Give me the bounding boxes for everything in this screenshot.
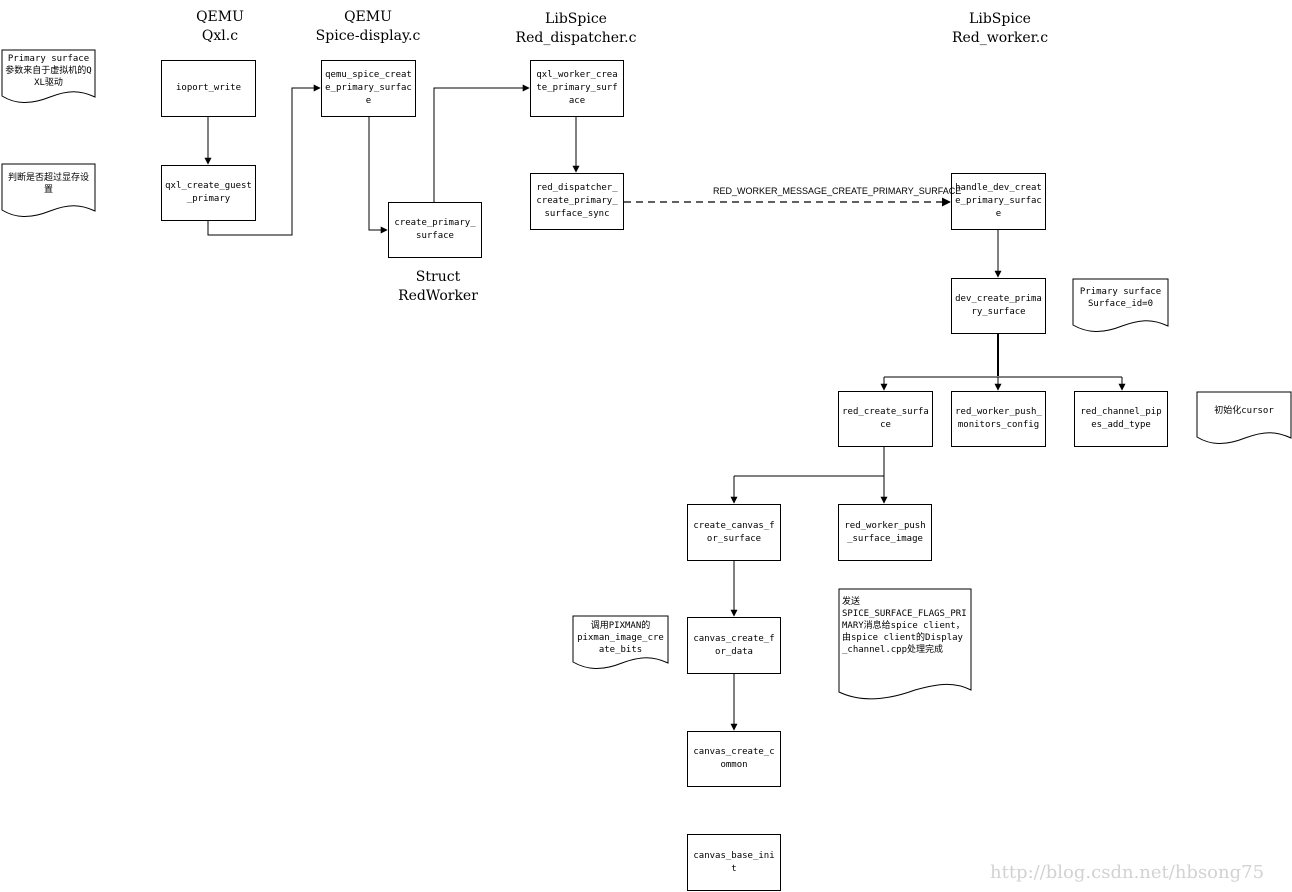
- note-shape-send: [838, 588, 972, 700]
- box-canvas-create-for-data: canvas_create_for_data: [687, 617, 781, 674]
- note-primary-surface-params: Primary surface 参数来自于虚拟机的QXL驱动: [5, 54, 92, 88]
- box-red-create-surface: red_create_surface: [838, 391, 933, 447]
- struct-redworker-label: Struct RedWorker: [398, 269, 478, 304]
- box-red-worker-push-monitors-config: red_worker_push_monitors_config: [951, 391, 1046, 447]
- note-shape-vram: [1, 163, 96, 217]
- arrow-qemu-spice-to-create-primary: [368, 116, 388, 234]
- arrow-create-primary-to-qxl-worker: [433, 84, 530, 202]
- header-qemu-qxl: QEMU Qxl.c: [196, 9, 244, 44]
- box-red-dispatcher-create-primary-surface-sync: red_dispatcher_create_primary_surface_sy…: [530, 173, 624, 230]
- box-ioport-write: ioport_write: [161, 60, 256, 117]
- note-send-surface-flags: 发送 SPICE_SURFACE_FLAGS_PRIMARY消息给spice c…: [842, 597, 967, 655]
- box-dev-create-primary-surface: dev_create_primary_surface: [951, 278, 1046, 334]
- note-shape-params: [1, 49, 96, 103]
- box-red-channel-pipes-add-type: red_channel_pipes_add_type: [1074, 391, 1168, 447]
- header-libspice-worker: LibSpice Red_worker.c: [951, 11, 1049, 46]
- box-red-worker-push-surface-image: red_worker_push_surface_image: [838, 504, 932, 561]
- note-primary-surface-id: Primary surface Surface_id=0: [1079, 287, 1162, 309]
- arrow-qxl-create-to-qemu-spice: [207, 84, 321, 236]
- header-libspice-dispatcher: LibSpice Red_dispatcher.c: [515, 11, 637, 46]
- box-qemu-spice-create-primary-surface: qemu_spice_create_primary_surface: [321, 60, 416, 117]
- note-shape-cursor: [1196, 391, 1292, 444]
- note-shape-pixman: [572, 615, 669, 669]
- box-handle-dev-create-primary-surface: handle_dev_create_primary_surface: [951, 173, 1046, 230]
- box-create-primary-surface: create_primary_surface: [388, 202, 482, 258]
- note-init-cursor: 初始化cursor: [1214, 406, 1274, 416]
- box-canvas-base-init: canvas_base_init: [687, 834, 781, 891]
- watermark: http://blog.csdn.net/hbsong75: [990, 862, 1265, 883]
- header-qemu-spice-display: QEMU Spice-display.c: [315, 9, 421, 44]
- note-check-vram: 判断是否超过显存设置: [7, 173, 89, 195]
- note-shape-surface-id: [1072, 278, 1169, 332]
- note-pixman-call: 调用PIXMAN的 pixman_image_create_bits: [577, 621, 664, 655]
- box-create-canvas-for-surface: create_canvas_for_surface: [687, 504, 781, 561]
- box-qxl-worker-create-primary-surface: qxl_worker_create_primary_surface: [530, 60, 624, 117]
- box-qxl-create-guest-primary: qxl_create_guest_primary: [161, 165, 256, 221]
- box-canvas-create-common: canvas_create_common: [687, 731, 781, 787]
- message-label: RED_WORKER_MESSAGE_CREATE_PRIMARY_SURFAC…: [713, 186, 962, 196]
